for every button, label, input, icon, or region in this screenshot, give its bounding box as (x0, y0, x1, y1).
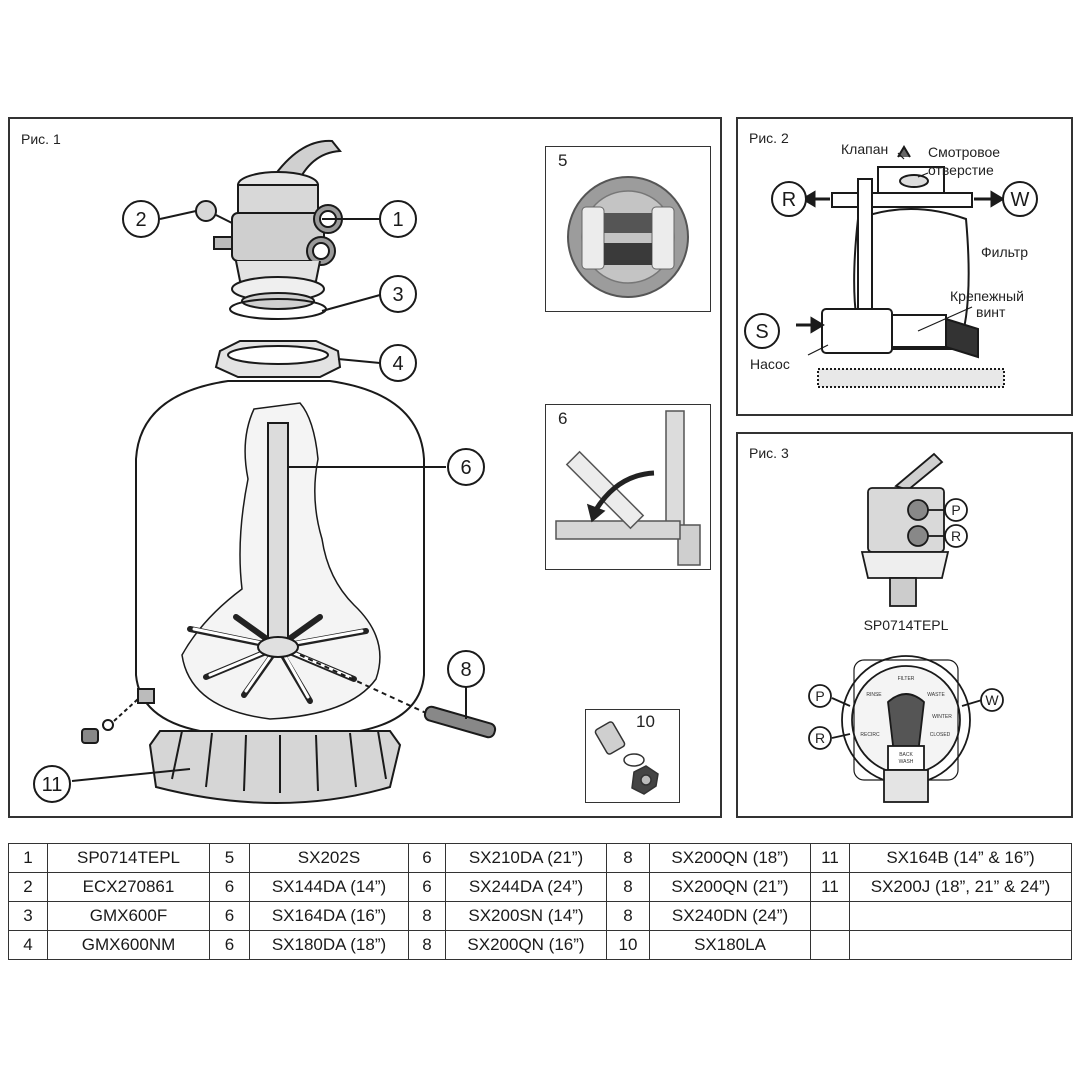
label-sight-glass-2: отверстие (928, 162, 994, 178)
part-code-cell (849, 930, 1072, 960)
label-sight-glass-1: Смотровое (928, 144, 1000, 160)
part-code-cell: SX240DN (24”) (649, 901, 811, 931)
part-number-cell (810, 901, 850, 931)
part-number-cell: 8 (606, 872, 650, 902)
dial-filter: FILTER (898, 676, 915, 682)
port-p-dial: P (815, 688, 824, 704)
figure-1-panel: Рис. 1 (8, 117, 722, 818)
port-w-fig2: W (1011, 189, 1030, 211)
dial-winter: WINTER (932, 714, 952, 720)
part-number-cell: 8 (408, 930, 446, 960)
label-filter: Фильтр (981, 244, 1028, 260)
port-s-fig2: S (755, 321, 768, 343)
inset-10-drain-plug: 10 (585, 709, 680, 803)
dial-rinse: RINSE (866, 692, 882, 698)
valve-model-label: SP0714TEPL (864, 617, 949, 633)
part-number-cell: 11 (810, 872, 850, 902)
part-code-cell: SX164DA (16”) (249, 901, 409, 931)
dial-recirc: RECIRC (860, 732, 880, 738)
dial-backwash-1: BACK (899, 752, 913, 758)
part-code-cell: SX200QN (21”) (649, 872, 811, 902)
callout-6: 6 (460, 457, 471, 479)
part-number-cell: 6 (209, 930, 250, 960)
callout-11: 11 (42, 774, 63, 796)
port-w-dial: W (985, 692, 999, 708)
figure-3-panel: Рис. 3 (736, 432, 1073, 818)
part-code-cell: ECX270861 (47, 872, 210, 902)
part-code-cell: SX200J (18”, 21” & 24”) (849, 872, 1072, 902)
port-p-top: P (951, 502, 960, 518)
multiport-valve-drawing (213, 139, 343, 310)
figure-2-panel: Рис. 2 (736, 117, 1073, 416)
port-r-fig2: R (782, 189, 796, 211)
filter-tank-drawing (135, 380, 425, 732)
callout-3: 3 (392, 284, 403, 306)
part-number-cell: 3 (8, 901, 48, 931)
port-r-dial: R (815, 730, 825, 746)
inset-5-label: 5 (558, 151, 568, 170)
part-number-cell: 6 (209, 901, 250, 931)
pool-installation-diagram: R W S Клапан Смотровое отверстие Фильтр … (744, 141, 1038, 388)
part-code-cell: SX180LA (649, 930, 811, 960)
part-number-cell: 8 (606, 843, 650, 873)
port-r-top: R (951, 528, 961, 544)
part-code-cell: GMX600F (47, 901, 210, 931)
callout-8: 8 (460, 659, 471, 681)
inset-6-label: 6 (558, 409, 568, 428)
part-code-cell: SX200QN (16”) (445, 930, 607, 960)
inset-10-label: 10 (636, 712, 655, 731)
part-code-cell: SP0714TEPL (47, 843, 210, 873)
part-number-cell: 6 (408, 872, 446, 902)
part-number-cell: 4 (8, 930, 48, 960)
part-code-cell: SX244DA (24”) (445, 872, 607, 902)
figure-2-label: Рис. 2 (749, 130, 789, 146)
part-number-cell: 2 (8, 872, 48, 902)
part-code-cell: SX180DA (18”) (249, 930, 409, 960)
clamp-nut-drawing (214, 340, 342, 378)
pressure-gauge-drawing (195, 200, 233, 224)
label-screw-1: Крепежный (950, 288, 1024, 304)
part-number-cell: 8 (408, 901, 446, 931)
valve-port-diagram: P R P R W SP0714TEPL FILTER RINSE WASTE … (808, 452, 1004, 803)
part-code-cell: SX202S (249, 843, 409, 873)
dial-closed: CLOSED (930, 732, 951, 738)
part-code-cell: GMX600NM (47, 930, 210, 960)
label-screw-2: винт (976, 304, 1006, 320)
inset-6-lateral: 6 (545, 404, 711, 570)
callout-2: 2 (135, 209, 146, 231)
callout-4: 4 (392, 353, 403, 375)
part-number-cell (810, 930, 850, 960)
filter-base-drawing (148, 730, 402, 804)
figure-1-label: Рис. 1 (21, 131, 61, 147)
part-code-cell: SX164B (14” & 16”) (849, 843, 1072, 873)
part-number-cell: 6 (408, 843, 446, 873)
dial-backwash-2: WASH (899, 759, 914, 765)
part-number-cell: 1 (8, 843, 48, 873)
part-number-cell: 6 (209, 872, 250, 902)
part-number-cell: 10 (606, 930, 650, 960)
figure-3-label: Рис. 3 (749, 445, 789, 461)
part-code-cell: SX210DA (21”) (445, 843, 607, 873)
callout-1: 1 (392, 209, 403, 231)
part-number-cell: 8 (606, 901, 650, 931)
dial-waste: WASTE (927, 692, 945, 698)
inset-5-sight-glass: 5 (545, 146, 711, 312)
part-code-cell: SX200QN (18”) (649, 843, 811, 873)
drain-cap-drawing (81, 698, 139, 744)
part-code-cell (849, 901, 1072, 931)
label-valve: Клапан (841, 141, 888, 157)
part-number-cell: 5 (209, 843, 250, 873)
lateral-part-drawing (299, 654, 497, 739)
label-pump: Насос (750, 356, 790, 372)
part-code-cell: SX200SN (14”) (445, 901, 607, 931)
part-number-cell: 11 (810, 843, 850, 873)
part-code-cell: SX144DA (14”) (249, 872, 409, 902)
sand-filter-exploded-view: 1 2 3 4 6 8 11 (33, 139, 497, 804)
